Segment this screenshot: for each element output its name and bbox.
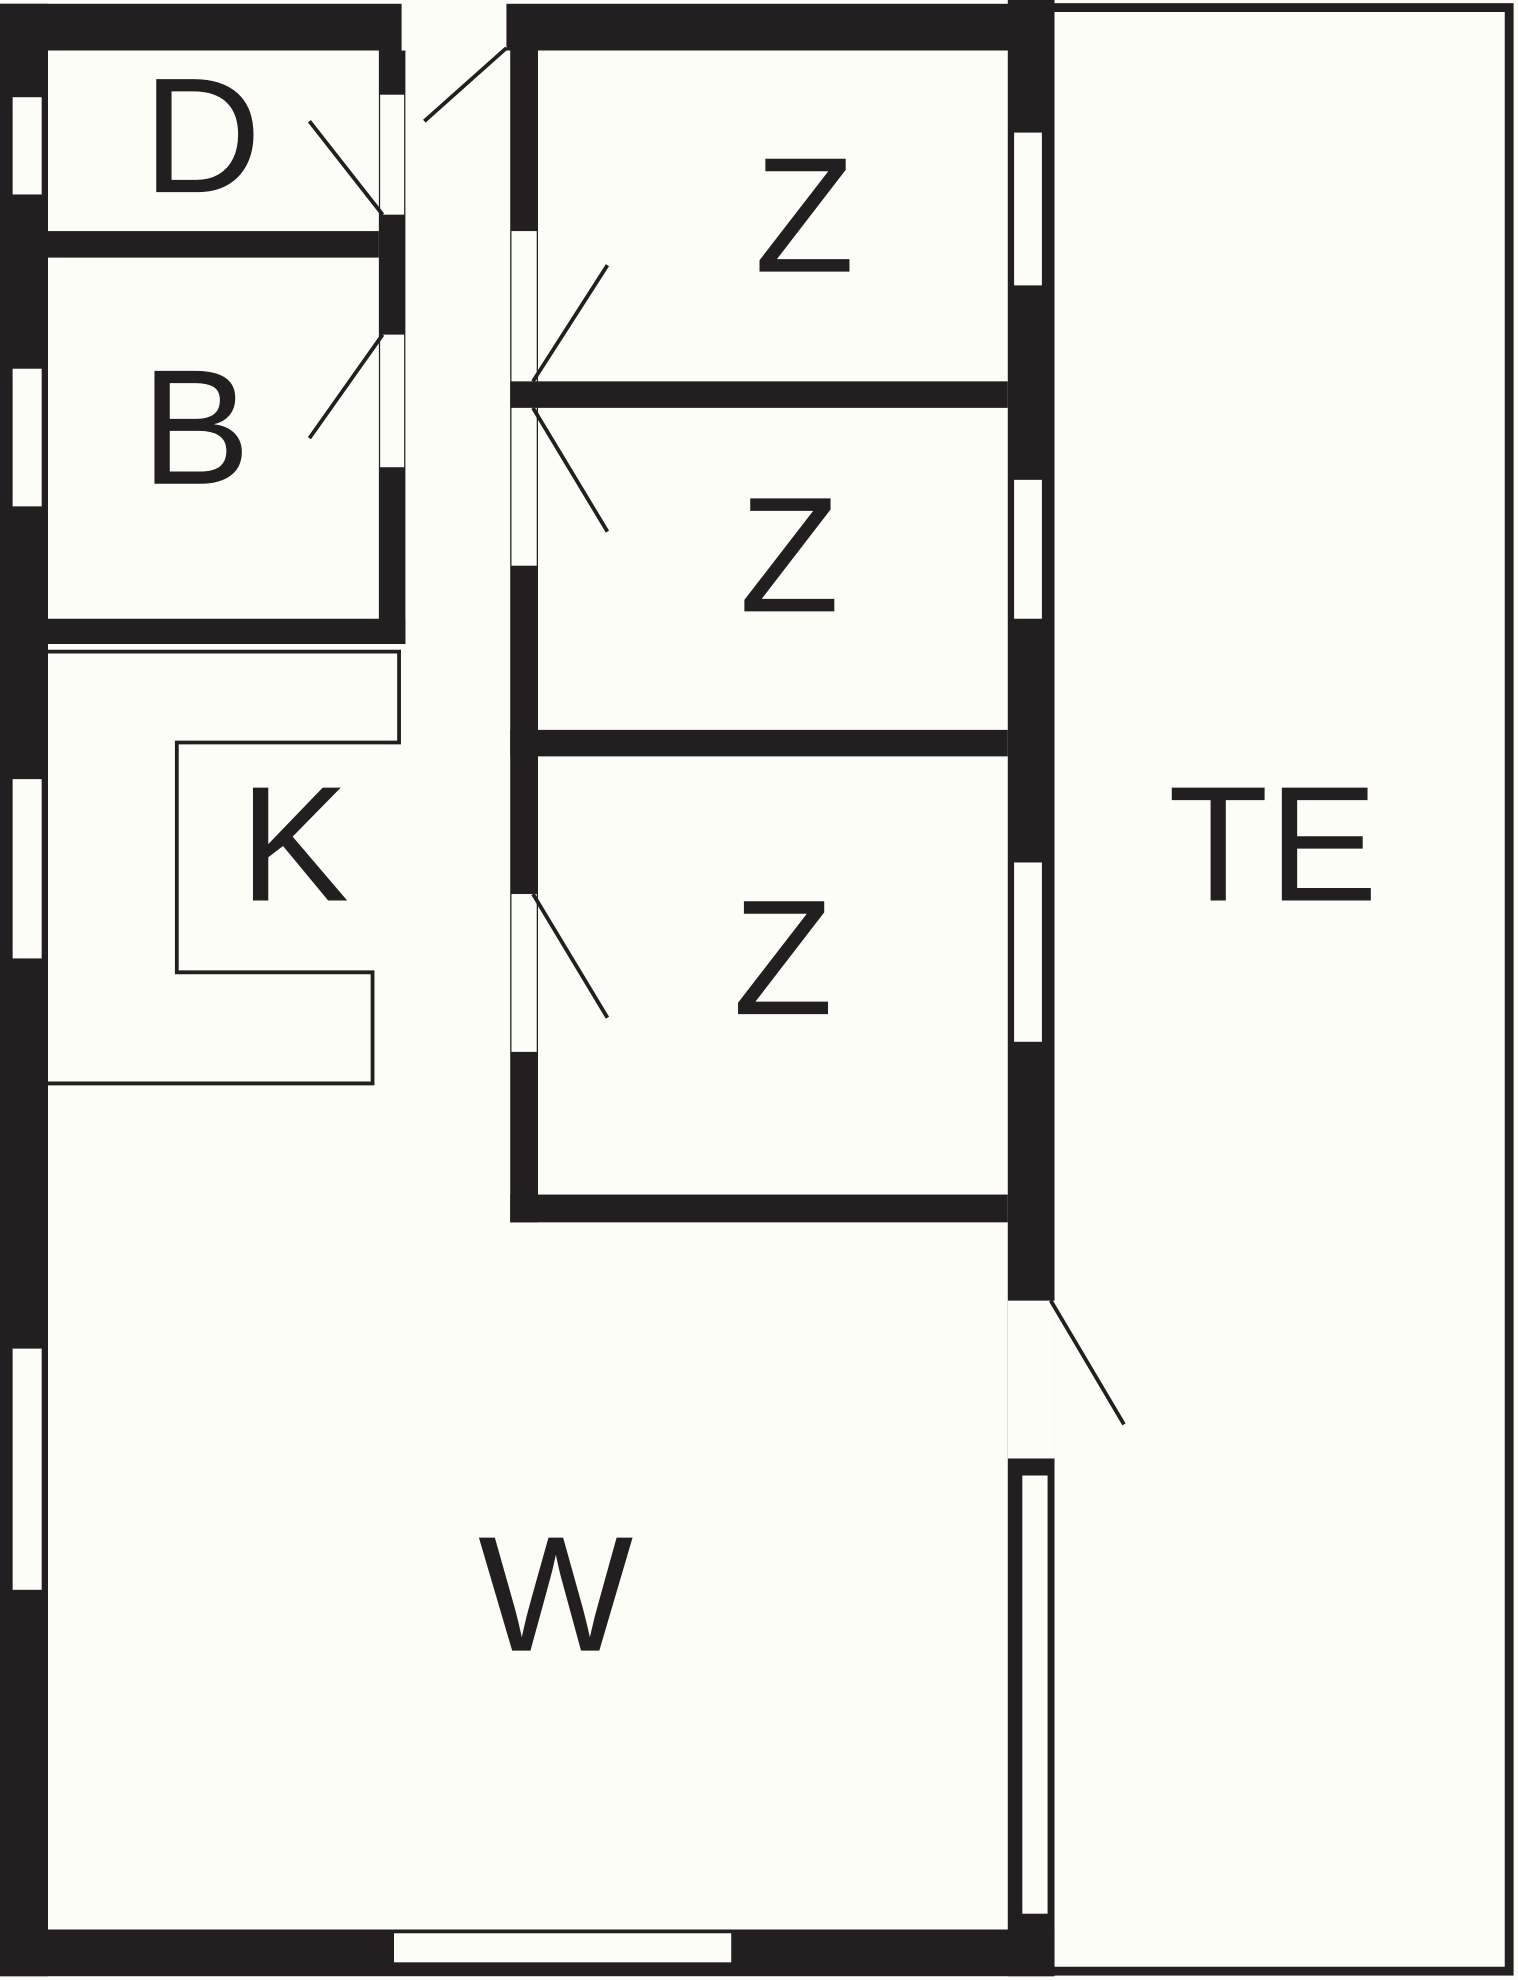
room-label-w: W: [478, 1502, 633, 1686]
terrace-door-opening: [1007, 1300, 1055, 1459]
kitchen-counter: [47, 649, 401, 1086]
room-label-d: D: [143, 43, 262, 227]
room-label-k: K: [240, 752, 350, 936]
room-label-z2: Z: [739, 462, 839, 646]
room-label-z1: Z: [754, 123, 854, 307]
windows: [12, 97, 1052, 1963]
room-label-z3: Z: [733, 865, 833, 1049]
door-swings: [307, 46, 1126, 1426]
room-label-b: B: [141, 335, 251, 519]
entrance-opening: [401, 0, 507, 51]
room-label-te: TE: [1168, 752, 1378, 936]
door-openings: [380, 94, 537, 1052]
